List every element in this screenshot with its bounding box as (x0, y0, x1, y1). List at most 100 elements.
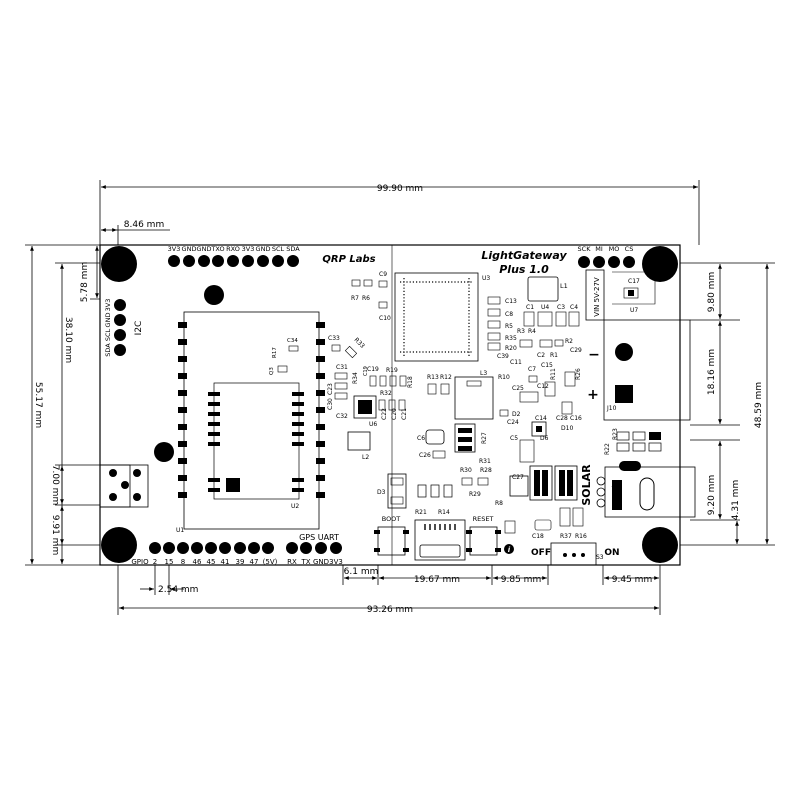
board-title: LightGateway Plus 1.0 (481, 249, 567, 276)
pin (227, 255, 239, 267)
ref-c22: C22 (381, 408, 388, 420)
pin-label: GND (313, 558, 329, 566)
ref-l2: L2 (362, 454, 369, 461)
pin-label: 3V3 (329, 558, 343, 566)
ic-u3: U3 (394, 272, 490, 362)
ref-r22: R22 (604, 443, 611, 455)
ref-r10: R10 (498, 374, 510, 381)
u3-pins (400, 278, 473, 356)
ref-u6: U6 (369, 421, 377, 428)
uart-header: GPS UART RX TX GND 3V3 (286, 533, 343, 566)
top-header: 3V3 GND GND TXO RXO 3V3 GND SCL SDA (168, 245, 300, 267)
ref-r1: R1 (550, 352, 558, 359)
pin-label: (5V) (263, 558, 278, 566)
ref-j10: J10 (606, 405, 617, 412)
boot-button[interactable]: BOOT (374, 515, 409, 556)
pin-label: 8 (181, 558, 185, 566)
brand-label: QRP Labs (322, 254, 375, 265)
pin-label: RX (287, 558, 297, 566)
big-button[interactable] (99, 464, 149, 508)
ref-r7: R7 (351, 295, 359, 302)
dim-button-height: 7.00 mm (50, 465, 60, 505)
ref-r14: R14 (438, 509, 450, 516)
ref-d6: D6 (540, 435, 549, 442)
vin-label: VIN 5V-27V (593, 277, 601, 317)
pin-label: GND (256, 245, 271, 253)
pin-label: SCL (272, 245, 285, 253)
ref-r17: R17 (272, 347, 278, 358)
ref-r3: R3 (517, 328, 525, 335)
ref-c19: C19 (367, 366, 379, 373)
solar-leds (616, 431, 662, 471)
ref-r32: R32 (380, 390, 392, 397)
module-u1: U1 U2 C34 R17 Q3 (176, 311, 325, 534)
pin (177, 542, 189, 554)
ref-r31: R31 (479, 458, 491, 465)
ref-r13: R13 (427, 374, 439, 381)
ref-r5: R5 (505, 323, 513, 330)
module-pads-right (316, 322, 325, 498)
ref-c31: C31 (336, 364, 348, 371)
mounting-holes (101, 246, 678, 563)
ref-c12: C12 (537, 383, 549, 390)
ref-c26: C26 (419, 452, 431, 459)
ref-c33: C33 (328, 335, 340, 342)
dim-height-total: 55.17 mm (33, 382, 43, 428)
dimension-lines (25, 180, 775, 615)
ref-u4: U4 (541, 304, 549, 311)
ref-d2: D2 (512, 411, 521, 418)
pin-label: RXO (226, 245, 240, 253)
pin-label: 3V3 (242, 245, 255, 253)
gpio-header: GPIO 2 15 8 46 45 41 39 47 (5V) (131, 542, 278, 566)
pin (272, 255, 284, 267)
ref-c6: C6 (417, 435, 425, 442)
ref-r27: R27 (481, 432, 488, 444)
pin (257, 255, 269, 267)
ref-c20: C20 (391, 408, 398, 420)
pin-label: 15 (165, 558, 174, 566)
board-outline (99, 244, 681, 566)
pin (286, 542, 298, 554)
reset-button[interactable]: RESET (466, 515, 501, 556)
ref-u1: U1 (176, 527, 184, 534)
power-switch[interactable]: OFF ON (531, 542, 620, 566)
mounting-hole (101, 527, 137, 563)
ref-d3: D3 (377, 489, 386, 496)
board-title-line1: LightGateway (481, 249, 567, 262)
refs-upper-mid: R7 R6 C9 C10 C33 R33 C31 C19 R19 R34 C19… (327, 271, 414, 420)
pin-label: SCK (578, 245, 592, 253)
ref-r34: R34 (352, 372, 359, 384)
dim-reset-span: 9.85 mm (501, 575, 541, 585)
ref-r2: R2 (565, 338, 573, 345)
pin-label: CS (625, 245, 634, 253)
pin (242, 255, 254, 267)
pin (163, 542, 175, 554)
dim-right-top: 9.80 mm (707, 272, 717, 312)
pin-label: 46 (193, 558, 202, 566)
pin (300, 542, 312, 554)
boot-label: BOOT (382, 515, 401, 523)
dim-switch-span: 9.45 mm (612, 575, 652, 585)
ref-r29: R29 (469, 491, 481, 498)
ref-r20: R20 (505, 345, 517, 352)
board-title-line2: Plus 1.0 (499, 263, 549, 276)
dim-hole-spacing: 93.26 mm (367, 605, 413, 615)
pin (114, 329, 126, 341)
pin (234, 542, 246, 554)
pin (287, 255, 299, 267)
ref-c13: C13 (505, 298, 517, 305)
ic-u6: U6 (353, 395, 377, 428)
dim-button-bottom: 9.91 mm (50, 515, 60, 555)
ref-c23: C23 (327, 383, 334, 395)
vin-area: VIN 5V-27V (585, 269, 605, 321)
ref-c10: C10 (379, 315, 391, 322)
pin (212, 255, 224, 267)
pin-label: TXO (210, 245, 224, 253)
ic-u7 (612, 271, 656, 305)
leds: R21 R14 (415, 484, 453, 516)
parts-bottom-right (504, 507, 584, 534)
ref-r26: R26 (575, 368, 582, 380)
pin (191, 542, 203, 554)
